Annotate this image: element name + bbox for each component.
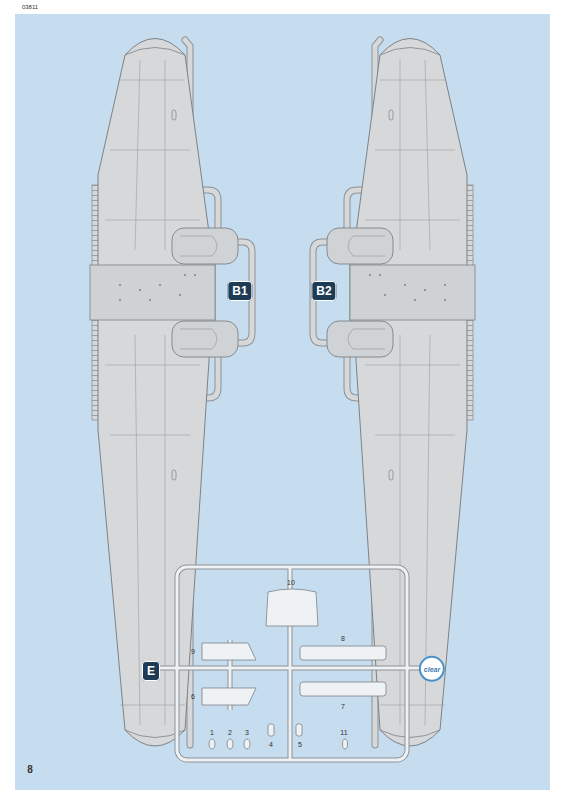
callout-number: 3 xyxy=(245,729,249,736)
sprue-badge: B2 xyxy=(311,281,336,301)
sprue-badge: E xyxy=(142,661,160,681)
sheet-number: 03811 xyxy=(22,4,38,10)
callout-number: 5 xyxy=(298,741,302,748)
badge-text: clear xyxy=(424,665,440,672)
callout-number: 8 xyxy=(341,635,345,642)
callout-number: 11 xyxy=(340,729,347,736)
callout-number: 4 xyxy=(269,741,273,748)
page-number: 8 xyxy=(27,765,33,775)
sprue-badge: B1 xyxy=(227,281,252,301)
badge-text: B1 xyxy=(232,285,247,297)
callout-number: 2 xyxy=(228,729,232,736)
badge-text: B2 xyxy=(316,285,331,297)
callout-number: 1 xyxy=(210,729,214,736)
callout-number: 9 xyxy=(191,648,195,655)
callout-number: 7 xyxy=(341,703,345,710)
badge-text: E xyxy=(147,665,155,677)
callout-number: 6 xyxy=(191,693,195,700)
callout-number: 10 xyxy=(287,579,295,586)
